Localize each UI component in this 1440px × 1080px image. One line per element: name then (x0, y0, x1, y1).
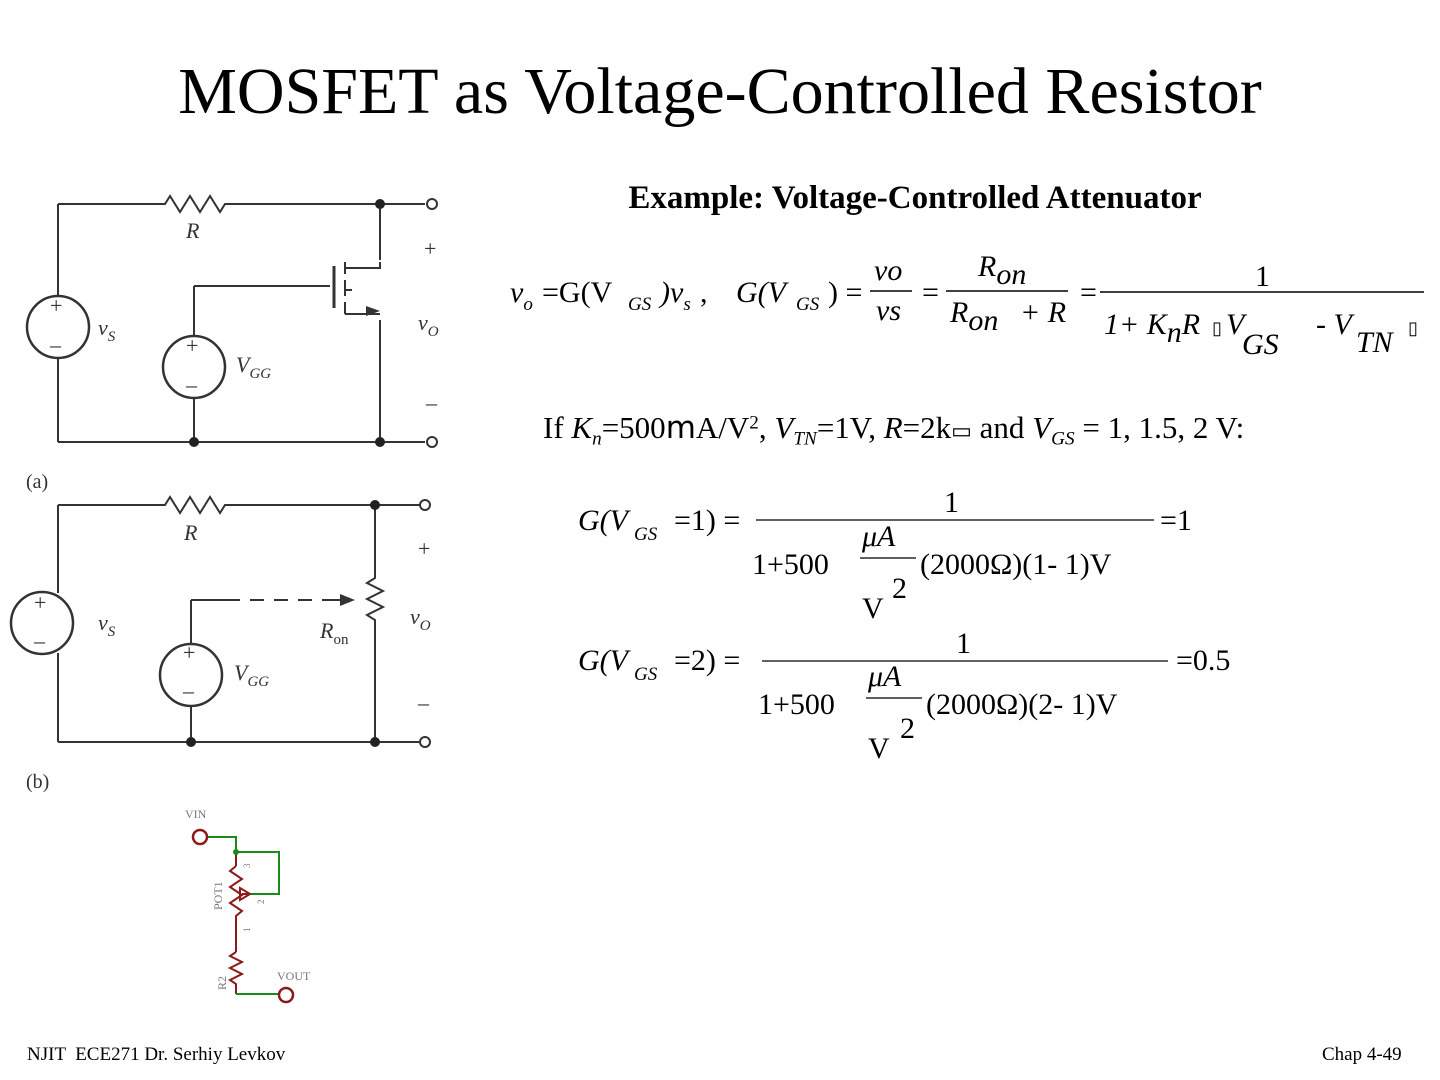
svg-text:+: + (186, 333, 198, 358)
svg-text:2: 2 (892, 572, 907, 605)
svg-text:2: 2 (256, 900, 266, 905)
svg-text:R: R (183, 520, 198, 545)
svg-text:1: 1 (1255, 260, 1270, 293)
svg-text:=G(V: =G(V (542, 276, 613, 309)
svg-text:V: V (868, 732, 890, 765)
svg-text:POT1: POT1 (211, 881, 225, 910)
svg-text:R: R (185, 218, 200, 243)
svg-text:2: 2 (900, 712, 915, 745)
svg-text:+ R: + R (1020, 296, 1066, 329)
svg-text:- V: - V (1316, 308, 1355, 341)
svg-text:1: 1 (242, 928, 252, 933)
svg-text:GS: GS (796, 294, 820, 315)
condition-line: If Kn=500mA/V2, VTN=1V, R=2k▭ and VGS = … (543, 410, 1245, 450)
svg-text:GS: GS (628, 294, 652, 315)
svg-text:=0.5: =0.5 (1176, 644, 1230, 677)
svg-text:)vs: )vs (658, 276, 691, 315)
svg-text:+: + (424, 236, 436, 261)
svg-text:TN: TN (1356, 326, 1395, 359)
svg-text:1+ KnR: 1+ KnR (1104, 308, 1200, 349)
svg-text:vo: vo (510, 276, 533, 315)
svg-text:1+500: 1+500 (752, 548, 829, 581)
equation-vgs-2: G(V GS =2) = 1 1+500 μA 2 V (2000Ω)(2- 1… (578, 627, 1230, 765)
svg-text:+: + (34, 590, 46, 615)
svg-text:+: + (183, 640, 195, 665)
svg-text:1: 1 (944, 486, 959, 519)
svg-text:vS: vS (98, 315, 116, 345)
svg-text:V: V (1226, 308, 1248, 341)
wiper-arrow-icon (340, 594, 355, 606)
svg-text:,: , (700, 276, 708, 309)
circuit-b: R + – + – vS VGG Ron + vO – (b) (9, 495, 431, 793)
svg-text:1+500: 1+500 (758, 688, 835, 721)
svg-text:+: + (418, 536, 430, 561)
svg-text:Ron: Ron (949, 296, 998, 337)
footer-page-number: Chap 4-49 (1322, 1044, 1402, 1065)
svg-text:–: – (417, 690, 430, 715)
svg-text:GS: GS (634, 664, 658, 685)
svg-text:=2) =: =2) = (674, 644, 740, 677)
svg-text:Ron: Ron (977, 250, 1026, 291)
pot-schematic: VIN VOUT POT1 R2 3 2 1 (185, 807, 311, 1004)
svg-text:=1) =: =1) = (674, 504, 740, 537)
svg-text:+: + (50, 293, 62, 318)
svg-text:(2000Ω)(1- 1)V: (2000Ω)(1- 1)V (920, 548, 1112, 581)
svg-text:(b): (b) (26, 771, 49, 793)
svg-text:Ron: Ron (319, 618, 349, 648)
main-equation: vo =G(V GS )vs , G(V GS ) = vo vs = Ron … (510, 250, 1424, 361)
svg-text:vO: vO (418, 310, 439, 340)
svg-text:G(V: G(V (578, 504, 632, 537)
svg-text:(2000Ω)(2- 1)V: (2000Ω)(2- 1)V (926, 688, 1118, 721)
svg-text:V: V (862, 592, 884, 625)
example-title: Example: Voltage-Controlled Attenuator (628, 180, 1202, 216)
svg-text:–: – (49, 332, 62, 357)
svg-text:GS: GS (1242, 328, 1279, 361)
svg-text:3: 3 (242, 863, 252, 868)
svg-text:μA: μA (867, 660, 902, 693)
svg-text:▯: ▯ (1408, 318, 1418, 338)
svg-text:vS: vS (98, 610, 116, 640)
svg-text:1: 1 (956, 627, 971, 660)
svg-text:–: – (185, 372, 198, 397)
svg-text:=1: =1 (1160, 504, 1192, 537)
slide-title: MOSFET as Voltage-Controlled Resistor (178, 55, 1262, 128)
svg-text:VGG: VGG (236, 352, 271, 382)
svg-text:=: = (1080, 276, 1097, 309)
svg-text:–: – (182, 678, 195, 703)
svg-text:GS: GS (634, 524, 658, 545)
svg-text:vO: vO (410, 604, 431, 634)
svg-text:VIN: VIN (185, 807, 207, 821)
footer-author: NJIT ECE271 Dr. Serhiy Levkov (27, 1044, 286, 1065)
svg-text:–: – (425, 390, 438, 415)
svg-text:vs: vs (876, 294, 901, 327)
svg-text:R2: R2 (215, 976, 229, 990)
svg-text:=: = (922, 276, 939, 309)
svg-text:VGG: VGG (234, 660, 269, 690)
svg-text:–: – (33, 628, 46, 653)
equation-vgs-1: G(V GS =1) = 1 1+500 μA 2 V (2000Ω)(1- 1… (578, 486, 1192, 625)
svg-text:G(V: G(V (736, 276, 790, 309)
svg-text:G(V: G(V (578, 644, 632, 677)
mosfet-arrow-icon (366, 306, 380, 316)
svg-text:(a): (a) (26, 471, 48, 493)
svg-text:▯: ▯ (1212, 318, 1222, 338)
circuit-a: R + – + – vS VGG + vO – (a) (25, 194, 439, 493)
svg-text:VOUT: VOUT (277, 969, 311, 983)
svg-text:) =: ) = (828, 276, 862, 309)
svg-text:vo: vo (874, 254, 902, 287)
svg-text:μA: μA (861, 520, 896, 553)
